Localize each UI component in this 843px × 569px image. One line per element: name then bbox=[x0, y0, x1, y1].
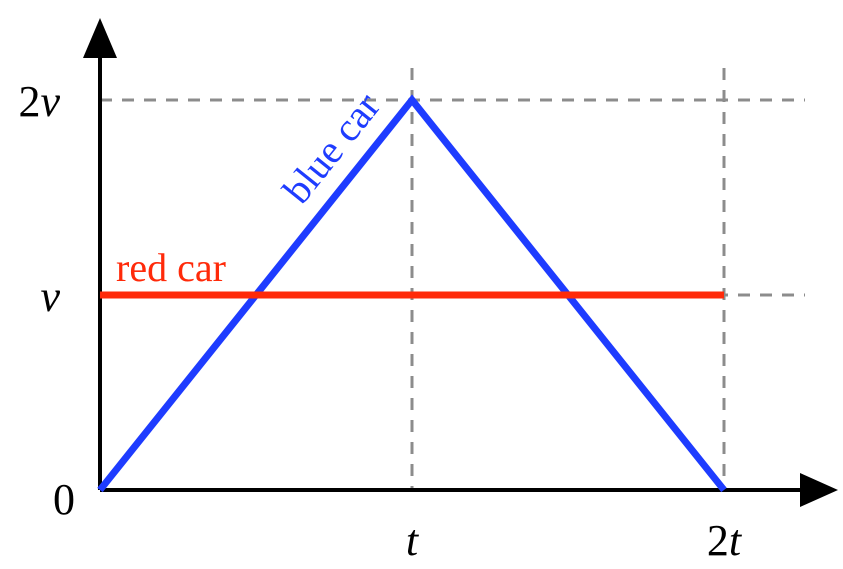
tick-labels: 0 t 2t v 2v bbox=[18, 77, 742, 565]
series-label-red-car: red car bbox=[116, 245, 226, 290]
x-tick-label: 2t bbox=[707, 516, 743, 565]
axes bbox=[83, 18, 838, 507]
y-tick-label: v bbox=[40, 272, 60, 321]
series-line bbox=[97, 94, 727, 493]
series bbox=[97, 94, 727, 493]
x-tick-label: 0 bbox=[53, 475, 75, 524]
y-axis-arrowhead bbox=[83, 18, 117, 58]
x-tick-label: t bbox=[406, 516, 420, 565]
x-axis-arrowhead bbox=[800, 473, 838, 507]
y-tick-label: 2v bbox=[18, 77, 60, 126]
